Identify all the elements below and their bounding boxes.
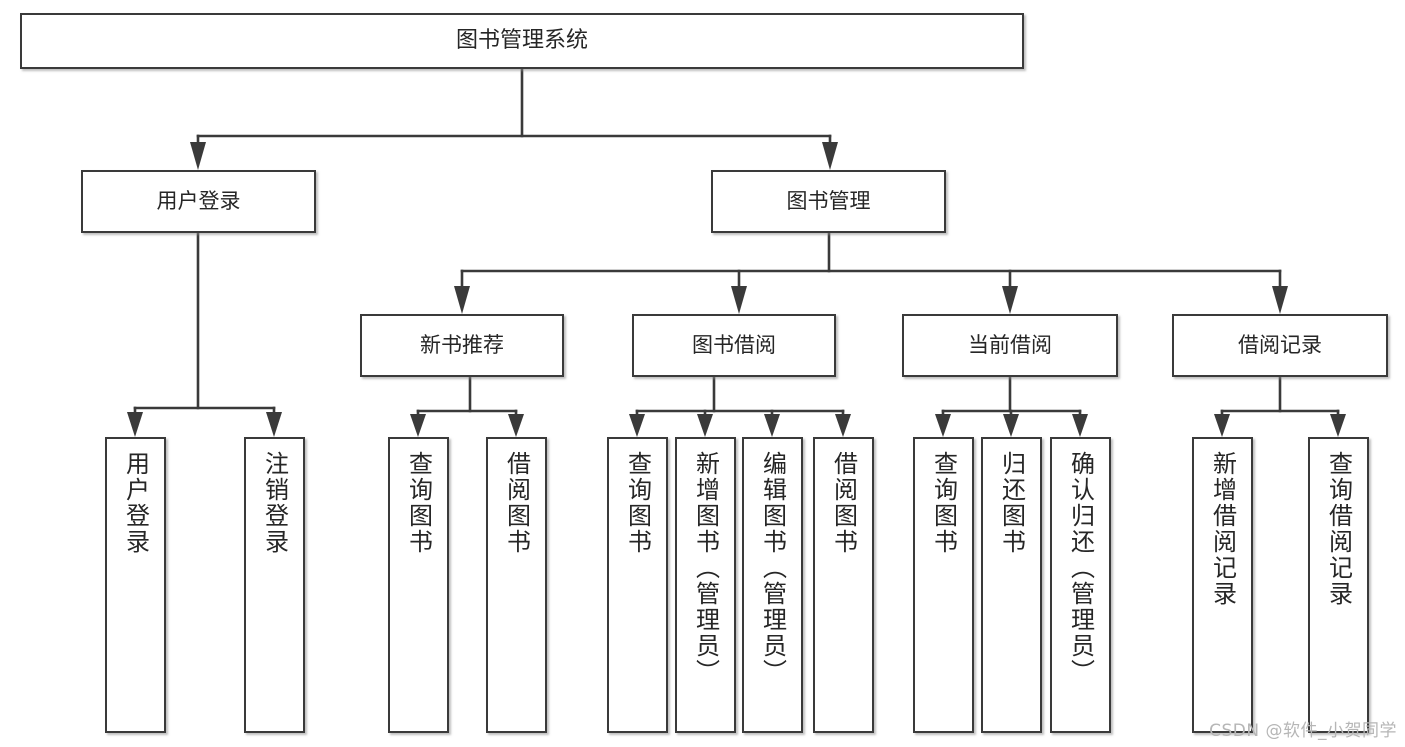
node-root-book-management-system[interactable]: 图书管理系统: [20, 13, 1024, 69]
node-label: 查询借阅记录: [1324, 451, 1353, 607]
node-leaf-query-book-borrowing[interactable]: 查询图书: [607, 437, 668, 733]
node-label: 图书借阅: [692, 333, 776, 358]
node-label: 归还图书: [997, 451, 1026, 555]
node-new-book-recommendation[interactable]: 新书推荐: [360, 314, 564, 377]
node-label: 查询图书: [623, 451, 652, 555]
node-label: 当前借阅: [968, 333, 1052, 358]
node-borrowing-record[interactable]: 借阅记录: [1172, 314, 1388, 377]
node-book-management[interactable]: 图书管理: [711, 170, 946, 233]
node-label: 查询图书: [929, 451, 958, 555]
node-label: 借阅图书: [502, 451, 531, 555]
node-book-borrowing[interactable]: 图书借阅: [632, 314, 836, 377]
node-leaf-query-borrow-record[interactable]: 查询借阅记录: [1308, 437, 1369, 733]
node-leaf-borrow-book-recommendation[interactable]: 借阅图书: [486, 437, 547, 733]
node-label: 用户登录: [156, 189, 241, 214]
node-current-borrowing[interactable]: 当前借阅: [902, 314, 1118, 377]
node-label: 确认归还（管理员）: [1066, 451, 1095, 685]
node-label: 借阅记录: [1238, 333, 1322, 358]
node-leaf-add-book-admin[interactable]: 新增图书（管理员）: [675, 437, 736, 733]
csdn-watermark: CSDN @软件_小贺同学: [1209, 721, 1397, 741]
node-leaf-add-borrow-record[interactable]: 新增借阅记录: [1192, 437, 1253, 733]
node-label: 查询图书: [404, 451, 433, 555]
node-leaf-return-book[interactable]: 归还图书: [981, 437, 1042, 733]
node-label: 图书管理系统: [455, 28, 588, 54]
node-leaf-edit-book-admin[interactable]: 编辑图书（管理员）: [742, 437, 803, 733]
node-label: 借阅图书: [829, 451, 858, 555]
node-leaf-query-book-recommendation[interactable]: 查询图书: [388, 437, 449, 733]
node-leaf-confirm-return-admin[interactable]: 确认归还（管理员）: [1050, 437, 1111, 733]
node-label: 编辑图书（管理员）: [758, 451, 787, 685]
node-leaf-borrow-book[interactable]: 借阅图书: [813, 437, 874, 733]
node-leaf-logout-login[interactable]: 注销登录: [244, 437, 305, 733]
node-label: 新书推荐: [420, 333, 504, 358]
node-label: 新增图书（管理员）: [691, 451, 720, 685]
node-user-login[interactable]: 用户登录: [81, 170, 316, 233]
node-label: 注销登录: [260, 451, 289, 555]
node-leaf-query-book-current[interactable]: 查询图书: [913, 437, 974, 733]
node-label: 图书管理: [786, 189, 871, 214]
node-label: 新增借阅记录: [1208, 451, 1237, 607]
node-leaf-user-login[interactable]: 用户登录: [105, 437, 166, 733]
node-label: 用户登录: [121, 451, 150, 555]
